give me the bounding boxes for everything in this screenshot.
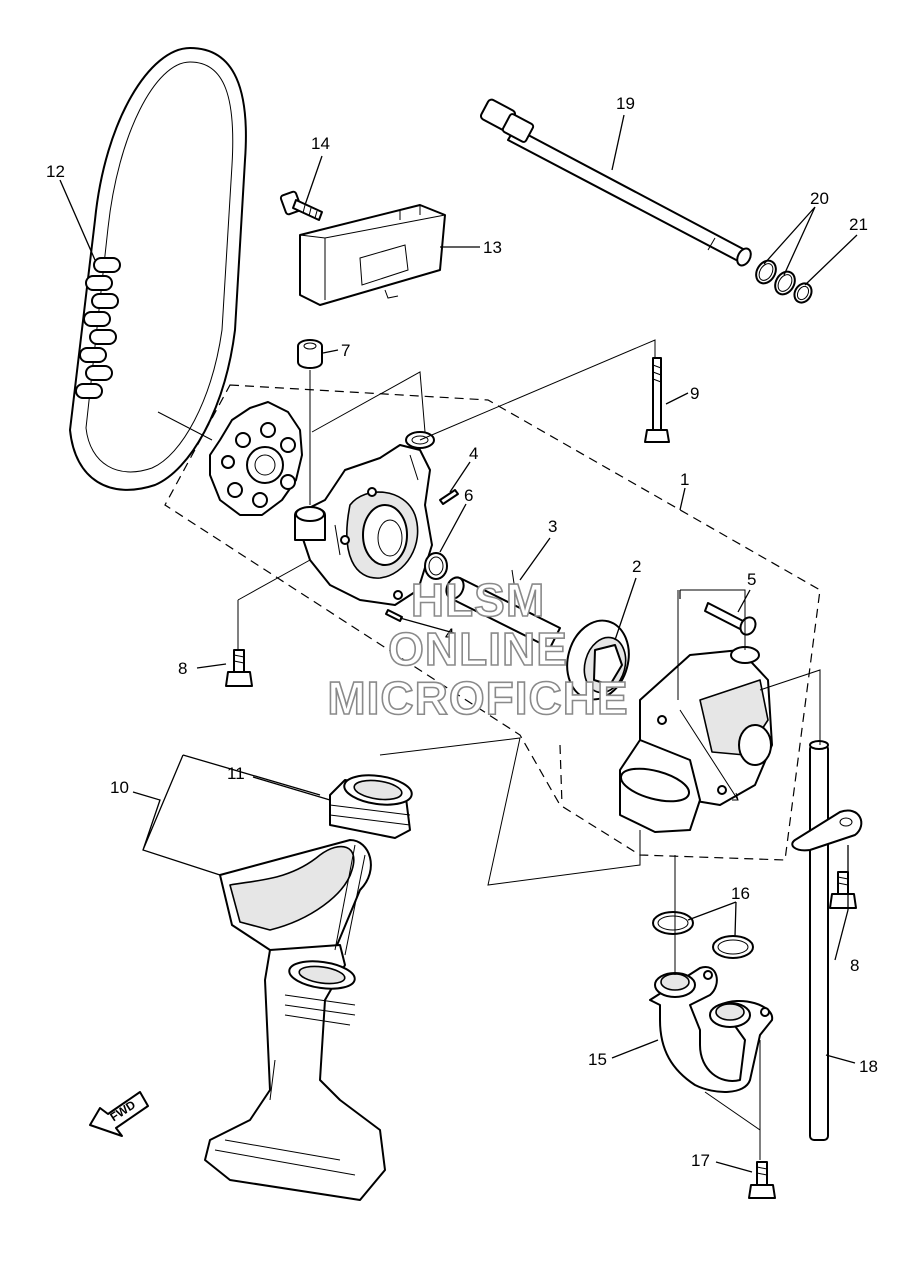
callout-3: 3 <box>548 517 557 536</box>
strainer-fitting-upper <box>329 774 413 839</box>
drive-chain <box>69 47 247 491</box>
callout-21: 21 <box>849 215 868 234</box>
pump-upper-housing <box>294 431 435 606</box>
o-rings <box>755 259 813 304</box>
dowel-pins <box>385 489 459 622</box>
inner-rotor-shaft <box>445 569 561 649</box>
callout-14: 14 <box>311 134 330 153</box>
callout-labels: 1 2 3 4 4 5 6 7 8 8 9 10 11 12 13 14 15 … <box>46 94 878 1170</box>
housing-bolt <box>704 602 757 636</box>
callout-8a: 8 <box>178 659 187 678</box>
callout-12: 12 <box>46 162 65 181</box>
pump-shaft <box>480 98 752 267</box>
elbow-pipe <box>649 966 774 1093</box>
forward-arrow: FWD <box>89 1091 149 1137</box>
pump-lower-housing <box>619 646 773 833</box>
callout-16: 16 <box>731 884 750 903</box>
elbow-bolt <box>748 1161 776 1199</box>
flange-bolt-right <box>829 871 857 909</box>
watermark: HLSM ONLINE MICROFICHE <box>327 573 629 725</box>
callout-13: 13 <box>483 238 502 257</box>
guide-bolt <box>279 190 323 221</box>
callout-4b: 4 <box>445 625 454 644</box>
callout-17: 17 <box>691 1151 710 1170</box>
callout-11: 11 <box>227 764 245 783</box>
oil-strainer <box>204 839 386 1201</box>
watermark-line-2: ONLINE <box>388 623 568 675</box>
callout-15: 15 <box>588 1050 607 1069</box>
collar <box>297 339 323 369</box>
pipe-o-rings <box>652 911 754 959</box>
watermark-line-3: MICROFICHE <box>327 672 628 724</box>
callout-9: 9 <box>690 384 699 403</box>
callout-4a: 4 <box>469 444 478 463</box>
assembly-outline-inner <box>559 590 681 806</box>
callout-1: 1 <box>680 470 689 489</box>
callout-18: 18 <box>859 1057 878 1076</box>
chain-guide <box>299 204 446 306</box>
callout-7: 7 <box>341 341 350 360</box>
chain-links <box>75 257 121 399</box>
watermark-line-1: HLSM <box>411 574 545 626</box>
long-bolt <box>644 357 670 443</box>
leader-lines <box>59 114 858 1173</box>
outer-rotor <box>566 619 630 701</box>
callout-8b: 8 <box>850 956 859 975</box>
callout-19: 19 <box>616 94 635 113</box>
callout-2: 2 <box>632 557 641 576</box>
pump-o-ring <box>424 552 448 580</box>
callout-5: 5 <box>747 570 756 589</box>
flange-bolt-left <box>225 649 253 687</box>
callout-20: 20 <box>810 189 829 208</box>
callout-6: 6 <box>464 486 473 505</box>
pump-sprocket <box>209 401 303 516</box>
callout-10: 10 <box>110 778 129 797</box>
assembly-lines <box>157 339 821 1160</box>
oil-delivery-pipe <box>791 740 863 1141</box>
